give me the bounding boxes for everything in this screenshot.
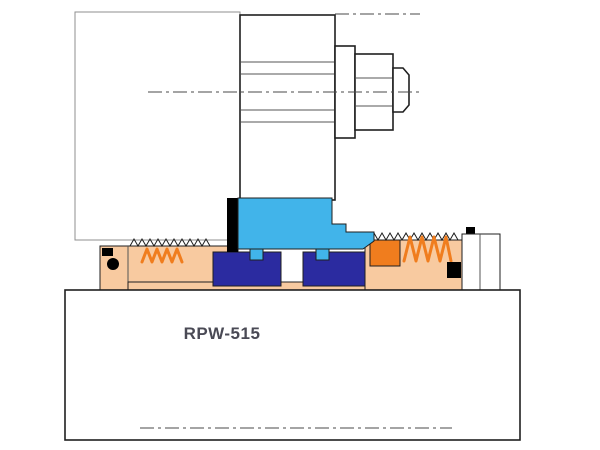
gland-flange	[461, 233, 501, 291]
shaft-sleeve	[239, 14, 336, 201]
seal-face-rotary	[212, 251, 282, 287]
bellows-boot	[237, 197, 375, 250]
o-ring-right	[447, 262, 461, 278]
shaft-body	[64, 289, 521, 441]
model-label: RPW-515	[184, 324, 261, 343]
spring-right	[402, 235, 453, 263]
bellows-tab-right	[315, 248, 330, 261]
bellows-tab-left	[249, 248, 264, 261]
housing-outline	[74, 11, 241, 241]
seal-face-stationary	[302, 251, 366, 287]
o-ring-left	[107, 258, 119, 270]
drive-collar-serration	[369, 231, 403, 242]
o-ring-left-top	[102, 248, 113, 256]
drive-collar	[369, 239, 401, 267]
spring-left	[140, 247, 184, 264]
stud-end	[392, 67, 410, 113]
drive-band	[227, 198, 238, 252]
gland-pin	[466, 227, 475, 235]
thread-serration-left	[129, 237, 211, 248]
